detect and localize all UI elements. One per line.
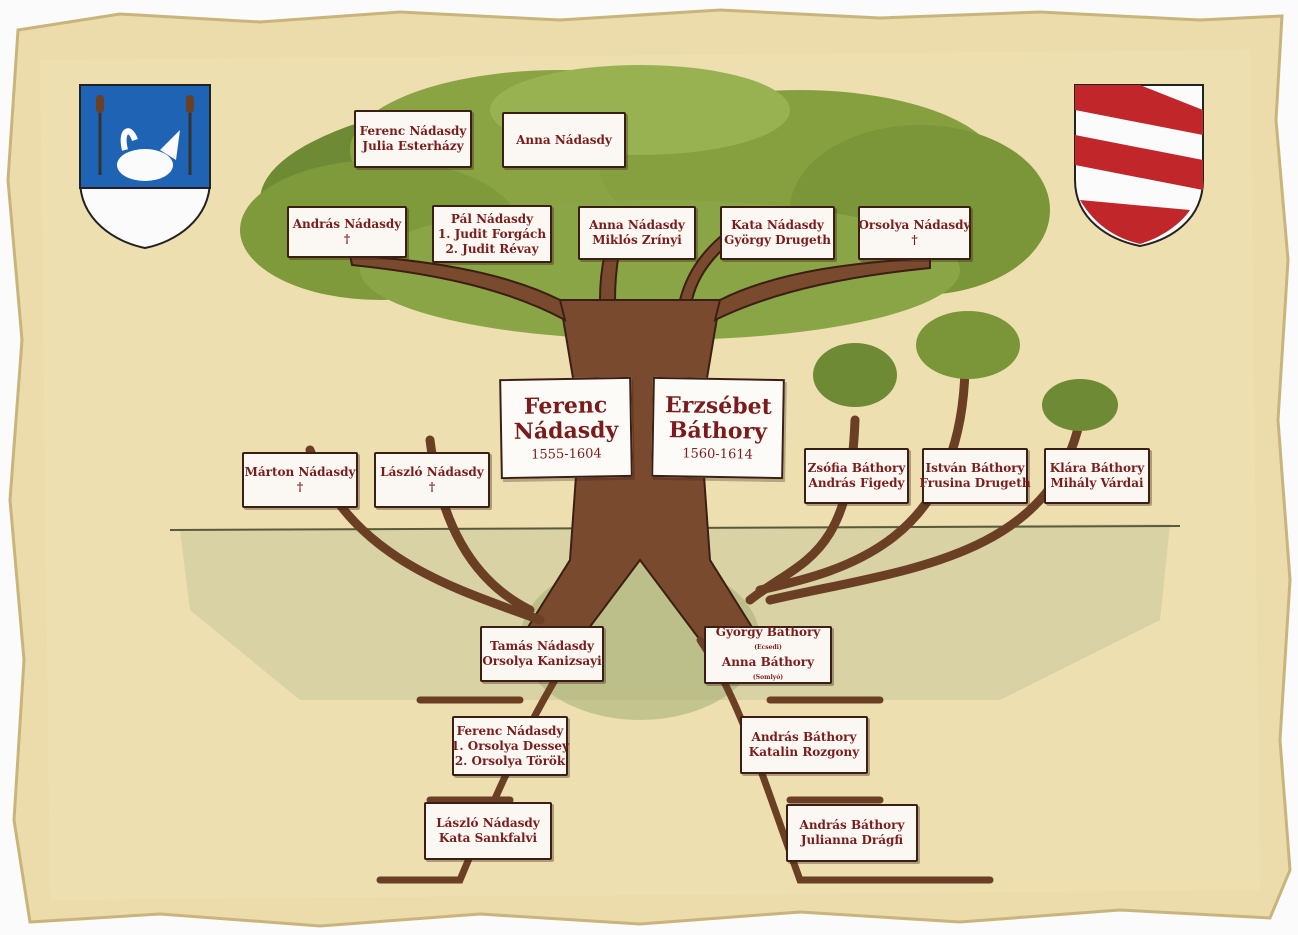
label-kata: Kata Nádasdy György Drugeth — [720, 206, 835, 260]
label-andras-katalin: András Báthory Katalin Rozgony — [740, 716, 868, 774]
label-line: Anna Nádasdy — [516, 132, 612, 147]
label-ferenc-julia: Ferenc Nádasdy Julia Esterházy — [354, 110, 472, 168]
small-tree-crowns — [813, 311, 1118, 431]
label-line: Kata Sankfalvi — [438, 831, 538, 845]
label-line: Tamás Nádasdy — [490, 639, 594, 653]
label-istvan: István Báthory Frusina Drugeth — [919, 448, 1031, 504]
label-line: Miklós Zrínyi — [592, 233, 682, 247]
label-andras: András Nádasdy † — [287, 206, 407, 258]
label-line: Julianna Drágfi — [800, 833, 904, 847]
label-marton: Márton Nádasdy † — [242, 452, 358, 508]
label-andras-julianna: András Báthory Julianna Drágfi — [786, 804, 918, 862]
label-orsolya: Orsolya Nádasdy † — [858, 206, 971, 260]
label-line: Frusina Drugeth — [919, 476, 1031, 490]
label-anna-miklos: Anna Nádasdy Miklós Zrínyi — [578, 206, 696, 260]
label-klara: Klára Báthory Mihály Várdai — [1044, 448, 1150, 504]
label-line: István Báthory — [925, 461, 1025, 475]
label-line: Márton Nádasdy — [244, 465, 356, 479]
label-line: András Nádasdy — [292, 217, 402, 231]
label-pal: Pál Nádasdy 1. Judit Forgách 2. Judit Ré… — [432, 205, 552, 263]
banner-name-line2: Báthory — [668, 416, 768, 445]
label-line: Ferenc Nádasdy — [456, 723, 564, 738]
label-line: András Figedy — [808, 476, 905, 490]
label-line: Orsolya Kanizsayi — [482, 654, 602, 668]
label-text: Anna Báthory — [721, 655, 815, 669]
label-line: Anna Nádasdy — [589, 218, 685, 232]
label-line: György Drugeth — [724, 233, 831, 247]
label-line: † — [296, 480, 304, 494]
label-text: György Báthory — [715, 625, 821, 639]
label-line: László Nádasdy — [380, 465, 484, 479]
banner-years: 1560-1614 — [682, 445, 753, 463]
label-line: Katalin Rozgony — [748, 745, 860, 759]
label-anna: Anna Nádasdy — [502, 112, 626, 168]
banner-name-line1: Ferenc — [523, 391, 608, 420]
label-line: 1. Judit Forgách — [437, 226, 547, 241]
ferenc-nadasdy-banner: Ferenc Nádasdy 1555-1604 — [499, 376, 633, 480]
banner-name-line2: Nádasdy — [513, 416, 619, 445]
label-line: † — [911, 233, 918, 247]
banner-years: 1555-1604 — [531, 445, 602, 463]
label-zsofia: Zsófia Báthory András Figedy — [804, 448, 909, 504]
label-gyorgy: György Báthory (Ecsedi) Anna Báthory (So… — [704, 625, 832, 685]
label-laszlo-old: László Nádasdy Kata Sankfalvi — [424, 802, 552, 860]
label-line: 2. Orsolya Török — [454, 753, 566, 768]
label-line: 1. Orsolya Dessey — [451, 738, 569, 753]
label-note: (Somlyó) — [752, 674, 784, 681]
label-line: † — [428, 480, 436, 494]
label-line: Kata Nádasdy — [731, 218, 824, 232]
label-line: Zsófia Báthory — [807, 461, 906, 475]
swan-shield-icon — [79, 84, 211, 250]
label-laszlo: László Nádasdy † — [374, 452, 490, 508]
label-line: Pál Nádasdy — [450, 211, 534, 226]
label-line: Orsolya Nádasdy — [858, 218, 971, 232]
label-tamas: Tamás Nádasdy Orsolya Kanizsayi — [480, 626, 604, 682]
label-line: Mihály Várdai — [1050, 476, 1144, 490]
label-ferenc-old: Ferenc Nádasdy 1. Orsolya Dessey 2. Orso… — [451, 716, 569, 776]
label-line: Anna Báthory (Somlyó) — [722, 655, 814, 685]
banner-name-line1: Erzsébet — [664, 391, 773, 420]
label-line: 2. Judit Révay — [445, 241, 539, 256]
erzsebet-bathory-banner: Erzsébet Báthory 1560-1614 — [651, 376, 785, 480]
label-line: András Báthory — [799, 818, 905, 832]
label-line: † — [343, 232, 351, 246]
label-line: András Báthory — [751, 730, 857, 744]
red-white-bend-shield-icon — [1074, 84, 1204, 248]
label-note: (Ecsedi) — [754, 644, 782, 651]
label-line: Julia Esterházy — [362, 139, 464, 153]
label-line: György Báthory (Ecsedi) — [716, 625, 821, 655]
label-line: László Nádasdy — [436, 816, 540, 830]
label-line: Ferenc Nádasdy — [359, 124, 467, 138]
label-line: Klára Báthory — [1049, 461, 1145, 475]
